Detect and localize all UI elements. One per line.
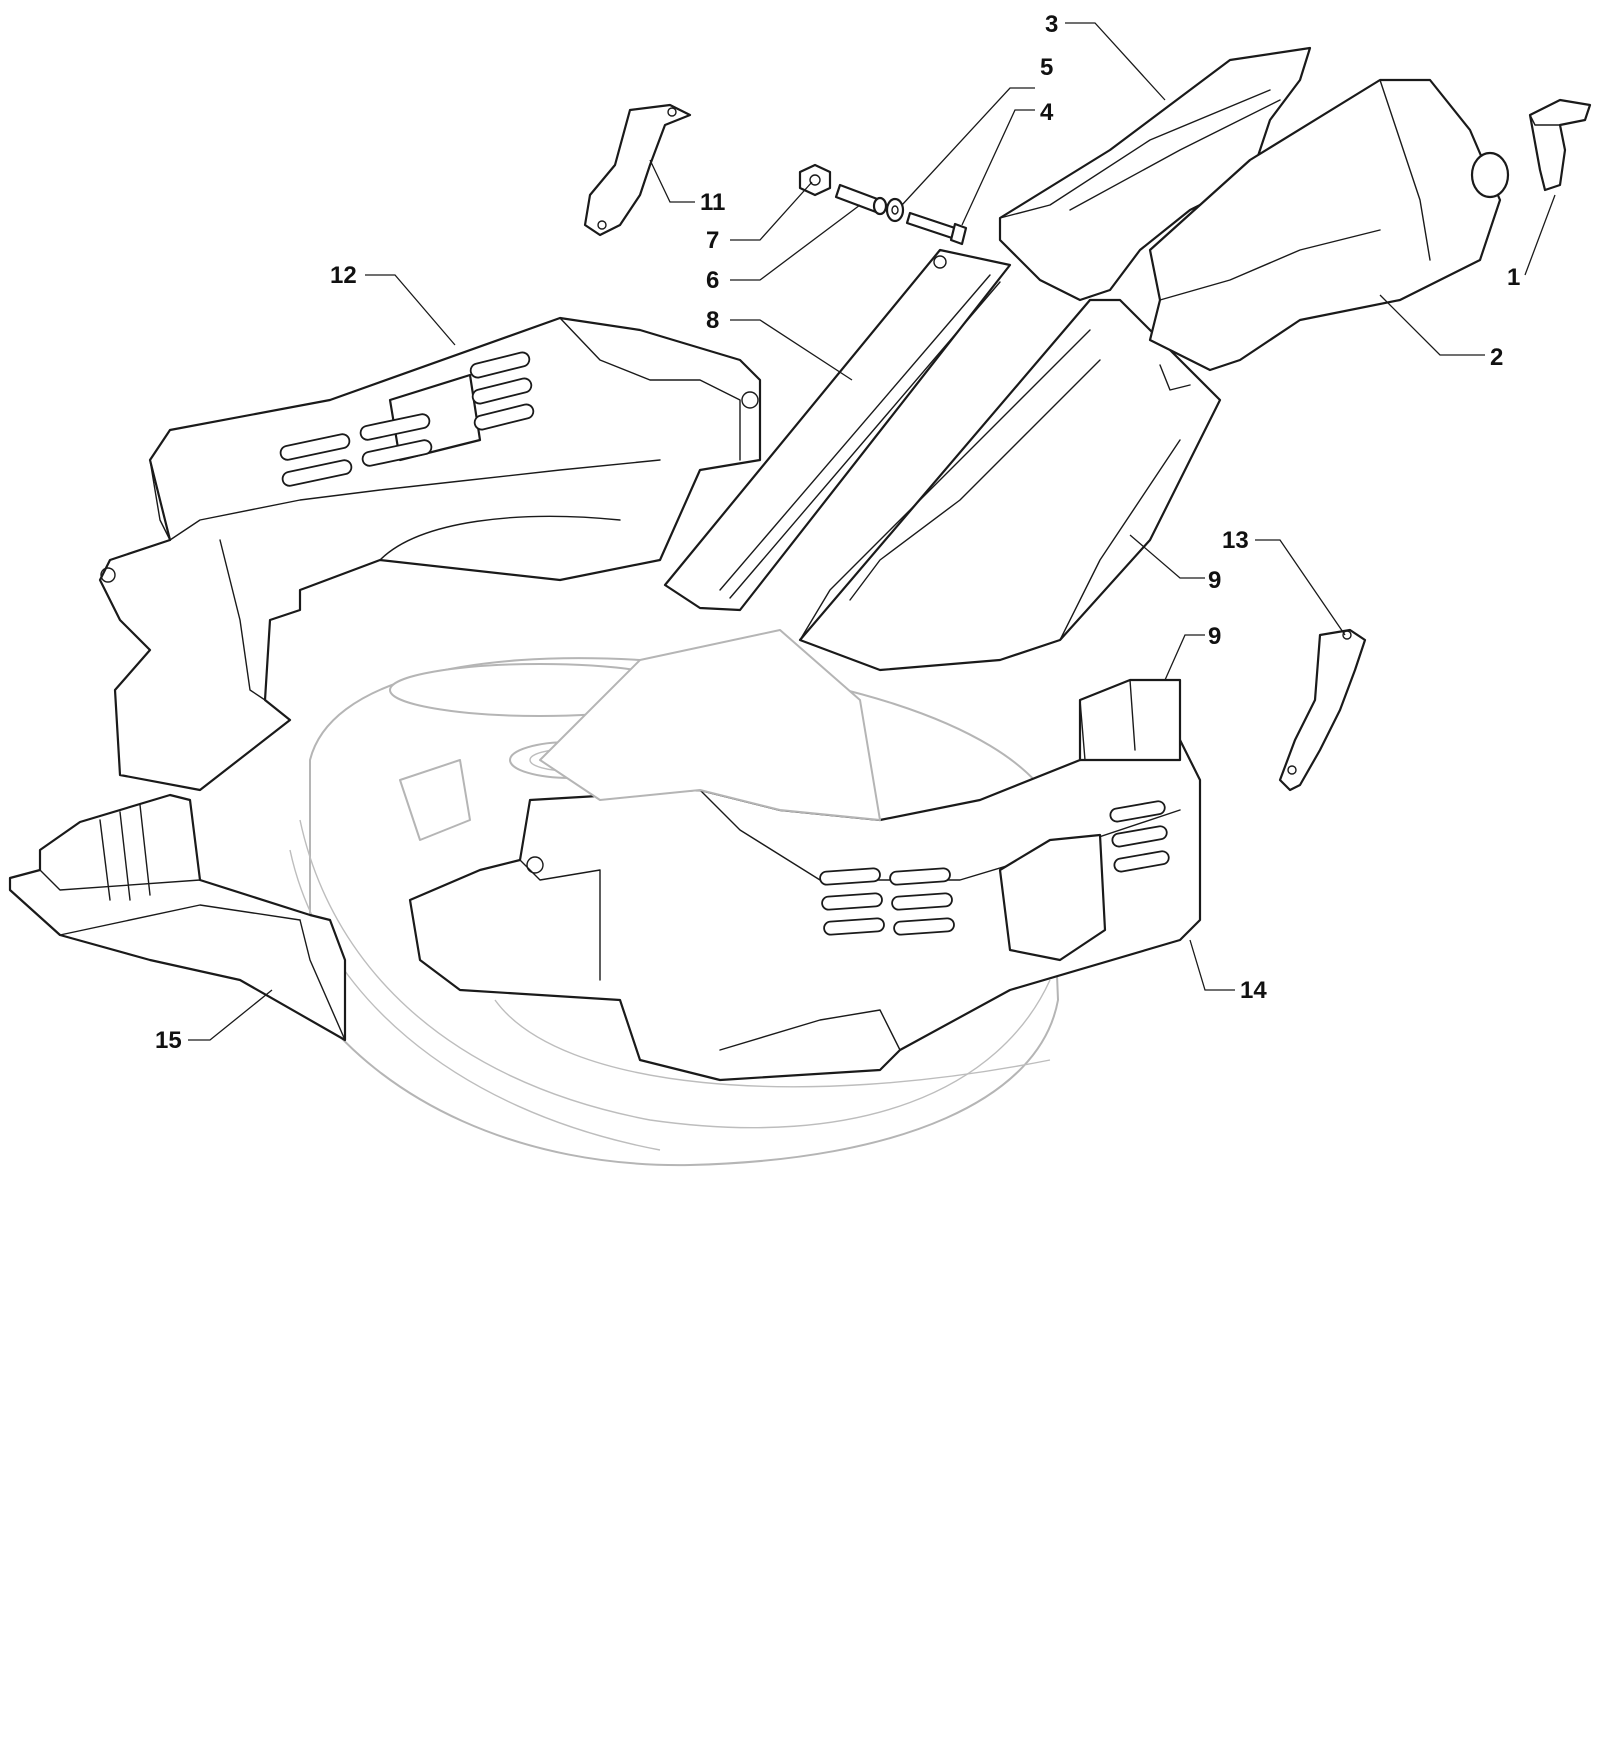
callout-13: 13	[1222, 527, 1249, 554]
callout-3: 3	[1045, 11, 1058, 38]
part-8-hinged-strip	[663, 248, 1012, 612]
callout-5: 5	[1040, 54, 1053, 81]
callout-labels: 1 2 3 4 5 6 7 8 9 9 11 12 13 14 15	[155, 11, 1520, 1054]
part-13-bracket	[1278, 628, 1367, 792]
part-5-washer	[885, 197, 905, 223]
callout-6: 6	[706, 267, 719, 294]
callout-15: 15	[155, 1027, 182, 1054]
callout-9-lower: 9	[1208, 623, 1221, 650]
part-6-spacer	[834, 183, 888, 216]
callout-12: 12	[330, 262, 357, 289]
central-chute-ghost	[399, 629, 881, 841]
callout-14: 14	[1240, 977, 1267, 1004]
callout-2: 2	[1490, 344, 1503, 371]
callout-4: 4	[1040, 99, 1054, 126]
part-9-chute-frame	[1078, 678, 1182, 762]
part-2-rear-chute	[1148, 78, 1510, 372]
callout-11: 11	[700, 189, 725, 216]
part-12-left-housing	[98, 316, 762, 792]
part-9-chute-cover	[798, 298, 1222, 672]
leader-lines	[188, 22, 1556, 1041]
callout-8: 8	[706, 307, 719, 334]
part-14-front-housing	[408, 738, 1202, 1082]
part-15-lower-left-guard	[8, 793, 347, 1042]
part-11-bracket	[583, 103, 692, 237]
callout-9-upper: 9	[1208, 567, 1221, 594]
callout-7: 7	[706, 227, 719, 254]
part-4-bolt	[905, 211, 968, 246]
fasteners-4-7	[798, 163, 968, 246]
part-1-clip	[1528, 98, 1592, 192]
callout-1: 1	[1507, 264, 1520, 291]
